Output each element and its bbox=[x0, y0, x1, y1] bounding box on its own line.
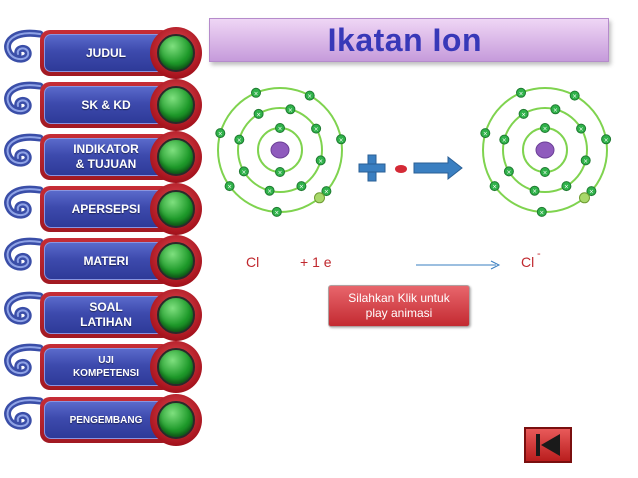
svg-text:×: × bbox=[274, 209, 279, 216]
nav-button-label: SK & KD bbox=[81, 97, 131, 112]
nav-knob-button[interactable] bbox=[150, 394, 202, 446]
svg-text:×: × bbox=[553, 107, 558, 114]
nav-button[interactable]: UJI KOMPETENSI bbox=[40, 344, 172, 390]
title-banner: Ikatan Ion bbox=[209, 18, 609, 62]
svg-text:×: × bbox=[518, 90, 523, 97]
green-circle-icon bbox=[157, 138, 195, 176]
svg-text:×: × bbox=[542, 126, 547, 133]
play-animation-label: Silahkan Klik untuk play animasi bbox=[348, 291, 450, 320]
back-button[interactable] bbox=[524, 427, 572, 463]
svg-text:×: × bbox=[227, 184, 232, 191]
equation-charge: - bbox=[537, 248, 541, 260]
nav-button-face: PENGEMBANG bbox=[44, 401, 168, 439]
svg-text:×: × bbox=[277, 170, 282, 177]
nav-button-label: INDIKATOR & TUJUAN bbox=[73, 142, 139, 171]
svg-text:×: × bbox=[256, 111, 261, 118]
nav-button-label: JUDUL bbox=[85, 45, 126, 60]
plus-icon bbox=[358, 154, 386, 182]
hook-decoration-icon bbox=[4, 237, 44, 271]
nav-knob-button[interactable] bbox=[150, 79, 202, 131]
hook-decoration-icon bbox=[4, 343, 44, 377]
nav-button-face: JUDUL bbox=[44, 34, 168, 72]
svg-text:×: × bbox=[572, 93, 577, 100]
svg-text:×: × bbox=[318, 158, 323, 165]
equation-electron: + 1 e bbox=[300, 254, 332, 270]
nav-button-face: INDIKATOR & TUJUAN bbox=[44, 138, 168, 176]
nav-button-face: SK & KD bbox=[44, 86, 168, 124]
hook-decoration-icon bbox=[4, 133, 44, 167]
svg-text:×: × bbox=[237, 137, 242, 144]
nav-button-face: MATERI bbox=[44, 242, 168, 280]
svg-text:×: × bbox=[564, 184, 569, 191]
nav-button-label: UJI KOMPETENSI bbox=[72, 355, 140, 379]
nav-knob-button[interactable] bbox=[150, 341, 202, 393]
svg-text:×: × bbox=[539, 209, 544, 216]
nav-button-label: PENGEMBANG bbox=[69, 414, 143, 426]
chlorine-atom-diagram: × × × × × × × × × × × × × × × × × bbox=[215, 87, 347, 217]
hook-decoration-icon bbox=[4, 396, 44, 430]
nav-knob-button[interactable] bbox=[150, 289, 202, 341]
svg-text:×: × bbox=[218, 131, 223, 138]
svg-text:×: × bbox=[339, 137, 344, 144]
svg-text:×: × bbox=[579, 126, 584, 133]
page-title: Ikatan Ion bbox=[327, 21, 482, 58]
equation-reactant: Cl bbox=[246, 254, 260, 270]
svg-text:×: × bbox=[241, 169, 246, 176]
nav-button-label: SOAL LATIHAN bbox=[80, 300, 132, 329]
equation-product: Cl bbox=[521, 254, 535, 270]
green-circle-icon bbox=[157, 401, 195, 439]
svg-text:×: × bbox=[492, 184, 497, 191]
green-circle-icon bbox=[157, 348, 195, 386]
skip-back-icon bbox=[536, 434, 560, 456]
hook-decoration-icon bbox=[4, 29, 44, 63]
green-circle-icon bbox=[157, 190, 195, 228]
nav-button-label: APERSEPSI bbox=[71, 201, 141, 216]
svg-text:×: × bbox=[483, 131, 488, 138]
nav-button-face: SOAL LATIHAN bbox=[44, 296, 168, 334]
svg-text:×: × bbox=[506, 169, 511, 176]
green-circle-icon bbox=[157, 242, 195, 280]
green-circle-icon bbox=[157, 86, 195, 124]
green-circle-icon bbox=[157, 296, 195, 334]
svg-text:×: × bbox=[502, 137, 507, 144]
chloride-ion-diagram: × × × × × × × × × × × × × × × × × bbox=[480, 87, 612, 217]
nav-button[interactable]: APERSEPSI bbox=[40, 186, 172, 232]
nav-knob-button[interactable] bbox=[150, 27, 202, 79]
svg-text:×: × bbox=[277, 126, 282, 133]
reaction-arrow bbox=[416, 260, 501, 270]
svg-text:×: × bbox=[532, 188, 537, 195]
nav-button-face: UJI KOMPETENSI bbox=[44, 348, 168, 386]
nav-button[interactable]: INDIKATOR & TUJUAN bbox=[40, 134, 172, 180]
nav-knob-button[interactable] bbox=[150, 183, 202, 235]
hook-decoration-icon bbox=[4, 185, 44, 219]
nav-knob-button[interactable] bbox=[150, 235, 202, 287]
svg-text:×: × bbox=[583, 158, 588, 165]
svg-text:×: × bbox=[253, 90, 258, 97]
svg-text:×: × bbox=[299, 184, 304, 191]
nav-button-face: APERSEPSI bbox=[44, 190, 168, 228]
arrow-right-icon bbox=[413, 155, 463, 181]
play-animation-button[interactable]: Silahkan Klik untuk play animasi bbox=[328, 285, 470, 327]
green-circle-icon bbox=[157, 34, 195, 72]
svg-text:×: × bbox=[288, 107, 293, 114]
electron-dot-icon bbox=[395, 165, 407, 173]
svg-text:×: × bbox=[542, 170, 547, 177]
nav-knob-button[interactable] bbox=[150, 131, 202, 183]
svg-text:×: × bbox=[324, 189, 329, 196]
svg-text:×: × bbox=[604, 137, 609, 144]
svg-text:×: × bbox=[521, 111, 526, 118]
hook-decoration-icon bbox=[4, 291, 44, 325]
hook-decoration-icon bbox=[4, 81, 44, 115]
nav-button-label: MATERI bbox=[83, 253, 129, 268]
svg-text:×: × bbox=[314, 126, 319, 133]
svg-text:×: × bbox=[307, 93, 312, 100]
svg-text:×: × bbox=[589, 189, 594, 196]
svg-text:×: × bbox=[267, 188, 272, 195]
